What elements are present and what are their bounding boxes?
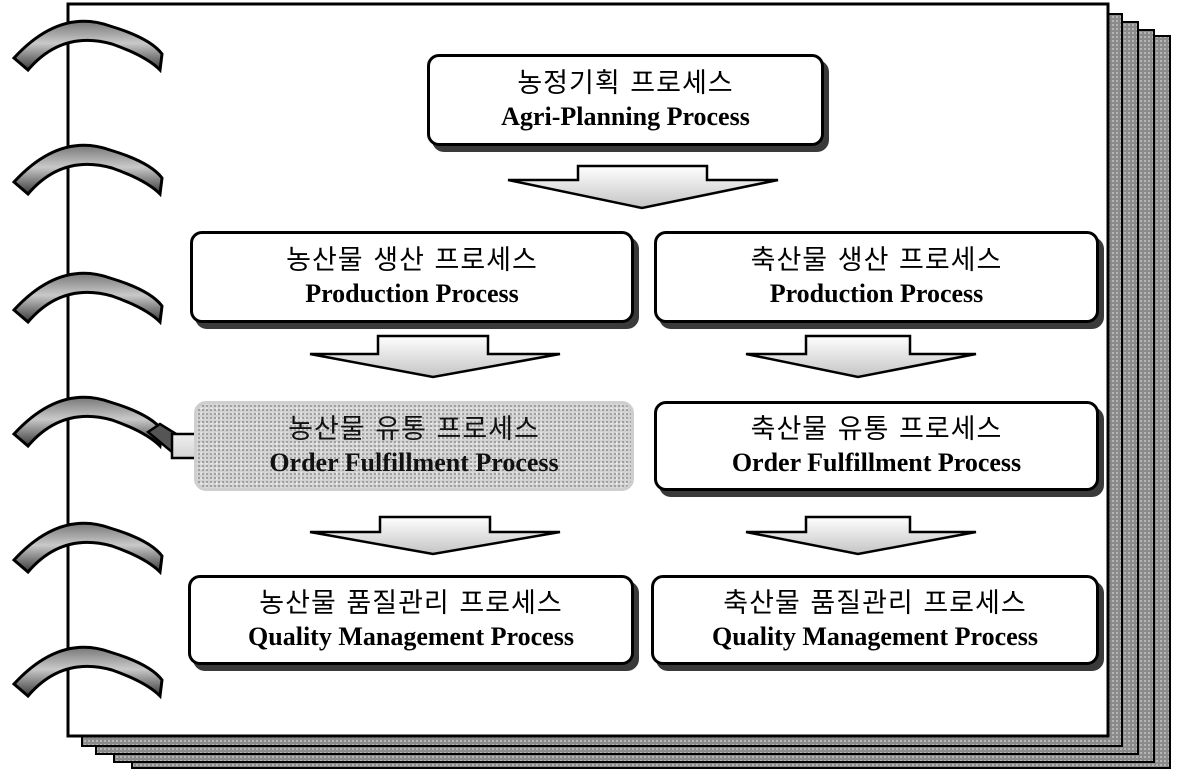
livestock-distribution-process-box[interactable]: 축산물 유통 프로세스 Order Fulfillment Process [654, 401, 1099, 491]
livestock-production-process-box[interactable]: 축산물 생산 프로세스 Production Process [654, 231, 1099, 323]
livestock-production-title-ko: 축산물 생산 프로세스 [750, 244, 1003, 276]
livestock-quality-process-box[interactable]: 축산물 품질관리 프로세스 Quality Management Process [651, 575, 1099, 665]
binder-ring [11, 143, 164, 198]
crop-distribution-title-ko: 농산물 유통 프로세스 [288, 413, 540, 445]
flow-arrow-down [745, 515, 977, 556]
binder-ring [11, 521, 164, 576]
crop-distribution-title-en: Order Fulfillment Process [269, 447, 559, 477]
flow-arrows [309, 164, 977, 556]
livestock-quality-title-ko: 축산물 품질관리 프로세스 [723, 587, 1027, 619]
binder-ring [11, 19, 164, 74]
binder-ring [11, 645, 164, 700]
crop-quality-title-ko: 농산물 품질관리 프로세스 [259, 587, 563, 619]
crop-production-process-box[interactable]: 농산물 생산 프로세스 Production Process [190, 231, 634, 323]
planning-process-title-ko: 농정기획 프로세스 [517, 67, 734, 99]
crop-quality-title-en: Quality Management Process [248, 621, 574, 651]
crop-production-title-en: Production Process [305, 278, 519, 308]
livestock-distribution-title-ko: 축산물 유통 프로세스 [750, 413, 1003, 445]
flow-arrow-down [309, 515, 561, 556]
flow-arrow-down [745, 334, 977, 379]
binder-ring [11, 271, 164, 326]
flow-arrow-down [309, 334, 561, 379]
livestock-production-title-en: Production Process [769, 278, 984, 308]
crop-quality-process-box[interactable]: 농산물 품질관리 프로세스 Quality Management Process [188, 575, 634, 665]
planning-process-box[interactable]: 농정기획 프로세스 Agri-Planning Process [427, 54, 824, 146]
livestock-distribution-title-en: Order Fulfillment Process [731, 447, 1022, 477]
crop-distribution-process-box[interactable]: 농산물 유통 프로세스 Order Fulfillment Process [194, 401, 634, 491]
planning-process-title-en: Agri-Planning Process [501, 101, 750, 131]
binder-rings [11, 19, 164, 700]
crop-production-title-ko: 농산물 생산 프로세스 [286, 244, 538, 276]
livestock-quality-title-en: Quality Management Process [712, 621, 1038, 651]
flow-arrow-down [507, 164, 779, 210]
